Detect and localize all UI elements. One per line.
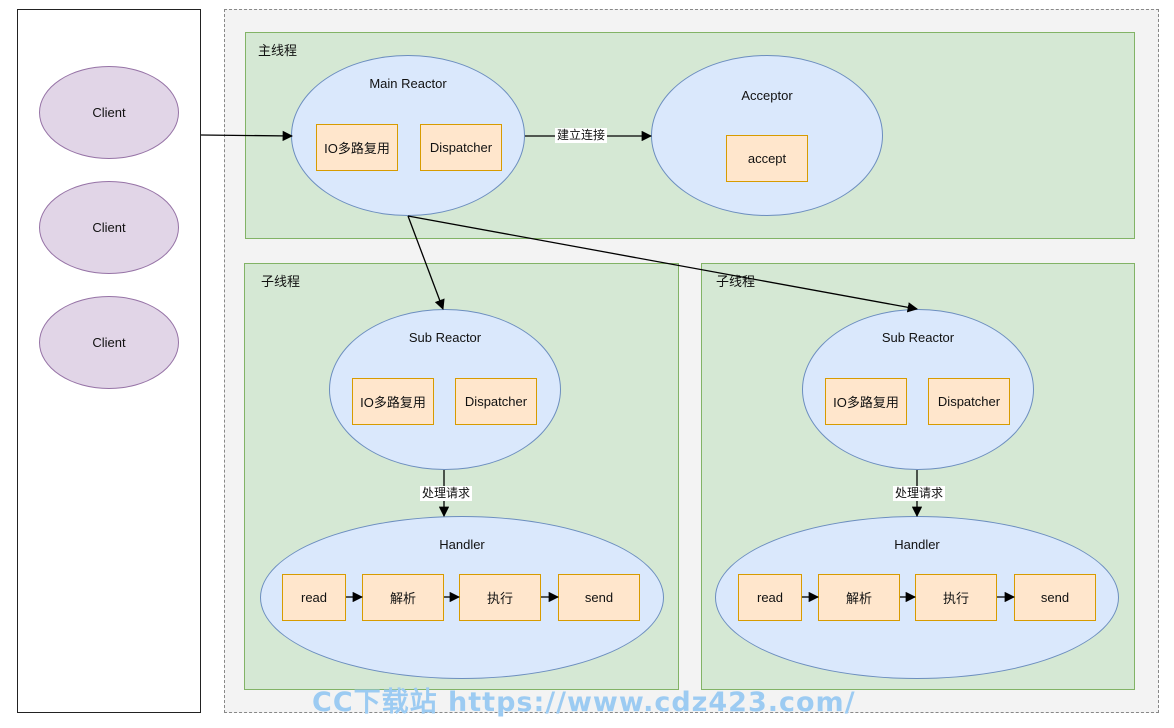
- handler-title-1: Handler: [439, 537, 485, 552]
- main-io-multiplexing-box[interactable]: IO多路复用: [316, 124, 398, 171]
- sub-thread-label-2: 子线程: [716, 274, 756, 289]
- client-label: Client: [92, 105, 126, 120]
- execute-step-box-1[interactable]: 执行: [459, 574, 541, 621]
- acceptor-title: Acceptor: [741, 88, 793, 103]
- sub-thread-label-1: 子线程: [261, 274, 301, 289]
- client-label: Client: [92, 335, 126, 350]
- sub-io-multiplexing-box-1[interactable]: IO多路复用: [352, 378, 434, 425]
- read-step-box-1[interactable]: read: [282, 574, 346, 621]
- sub-io-multiplexing-box-2[interactable]: IO多路复用: [825, 378, 907, 425]
- parse-step-box-2[interactable]: 解析: [818, 574, 900, 621]
- main-dispatcher-box[interactable]: Dispatcher: [420, 124, 502, 171]
- sub-dispatcher-box-2[interactable]: Dispatcher: [928, 378, 1010, 425]
- client-node-2[interactable]: Client: [39, 181, 179, 274]
- main-thread-label: 主线程: [258, 43, 298, 58]
- sub-reactor-title-1: Sub Reactor: [408, 330, 482, 345]
- handler-title-2: Handler: [894, 537, 940, 552]
- send-step-box-2[interactable]: send: [1014, 574, 1096, 621]
- read-step-box-2[interactable]: read: [738, 574, 802, 621]
- client-label: Client: [92, 220, 126, 235]
- request-edge-label-1: 处理请求: [420, 486, 473, 501]
- parse-step-box-1[interactable]: 解析: [362, 574, 444, 621]
- sub-reactor-title-2: Sub Reactor: [881, 330, 955, 345]
- send-step-box-1[interactable]: send: [558, 574, 640, 621]
- client-node-1[interactable]: Client: [39, 66, 179, 159]
- sub-dispatcher-box-1[interactable]: Dispatcher: [455, 378, 537, 425]
- accept-box[interactable]: accept: [726, 135, 808, 182]
- watermark-text: CC下载站 https://www.cdz423.com/: [312, 687, 856, 718]
- connect-edge-label: 建立连接: [555, 128, 608, 143]
- client-node-3[interactable]: Client: [39, 296, 179, 389]
- request-edge-label-2: 处理请求: [893, 486, 946, 501]
- main-reactor-title: Main Reactor: [369, 76, 447, 91]
- execute-step-box-2[interactable]: 执行: [915, 574, 997, 621]
